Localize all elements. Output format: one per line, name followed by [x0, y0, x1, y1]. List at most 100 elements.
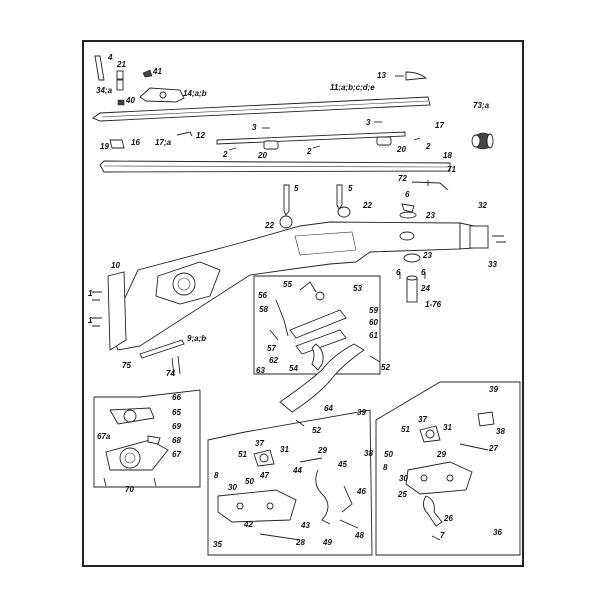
part-label-55: 55	[283, 280, 292, 289]
part-label-68: 68	[172, 436, 181, 445]
part-label-39a: 39	[357, 408, 366, 417]
part-label-22b: 22	[362, 201, 372, 210]
part-label-37b: 37	[418, 415, 427, 424]
part-label-38a: 38	[364, 449, 373, 458]
part-label-53: 53	[353, 284, 362, 293]
part-label-72: 72	[398, 174, 407, 183]
part-label-63: 63	[256, 366, 265, 375]
part-label-32: 32	[478, 201, 487, 210]
part-label-70: 70	[125, 485, 134, 494]
thimbles-and-pins	[228, 121, 421, 151]
part-label-8b: 8	[383, 463, 388, 472]
part-label-13: 13	[377, 71, 386, 80]
part-label-44: 44	[292, 466, 302, 475]
part-label-37a: 37	[255, 439, 264, 448]
part-label-14ab: 14;a;b	[183, 89, 207, 98]
part-label-66: 66	[172, 393, 181, 402]
part-label-50b: 50	[384, 450, 393, 459]
part-label-3b: 3	[366, 118, 371, 127]
part-label-59: 59	[369, 306, 378, 315]
part-label-64: 64	[324, 404, 333, 413]
part-label-29b: 29	[436, 450, 446, 459]
part-label-18: 18	[443, 151, 452, 160]
butt-plate	[92, 271, 127, 351]
screws-and-escutcheons	[279, 180, 449, 263]
part-label-39b: 39	[489, 385, 498, 394]
part-label-30b: 30	[399, 474, 408, 483]
ferrule-24	[399, 272, 426, 303]
part-label-46: 46	[356, 487, 366, 496]
part-label-26: 26	[443, 514, 453, 523]
part-label-57: 57	[267, 344, 276, 353]
part-label-76: 1-76	[425, 300, 442, 309]
part-label-27: 27	[488, 444, 498, 453]
part-label-75: 75	[122, 361, 131, 370]
part-label-52b: 52	[312, 426, 321, 435]
part-label-21: 21	[116, 60, 126, 69]
trigger-guard-strip	[139, 339, 185, 377]
part-label-17: 17	[435, 121, 444, 130]
part-label-6c: 6	[421, 268, 426, 277]
part-label-19: 19	[100, 142, 109, 151]
part-label-33: 33	[488, 260, 497, 269]
part-label-23b: 23	[422, 251, 432, 260]
patchbox-box	[93, 389, 201, 488]
part-label-51b: 51	[401, 425, 410, 434]
part-label-6a: 6	[405, 190, 410, 199]
part-label-74: 74	[166, 369, 175, 378]
part-label-54: 54	[289, 364, 298, 373]
lock-box-35	[207, 409, 373, 556]
part-label-20a: 20	[257, 151, 267, 160]
part-label-52a: 52	[381, 363, 390, 372]
part-label-67: 67	[172, 450, 181, 459]
part-label-2a: 2	[222, 150, 228, 159]
small-parts-top-left	[94, 55, 193, 149]
part-label-17a: 17;a	[155, 138, 172, 147]
part-label-73a: 73;a	[473, 101, 490, 110]
part-label-38b: 38	[496, 427, 505, 436]
part-label-29a: 29	[317, 446, 327, 455]
spring-73	[471, 132, 494, 150]
part-label-35: 35	[213, 540, 222, 549]
part-label-25: 25	[397, 490, 407, 499]
barrel-assembly	[92, 71, 451, 173]
part-label-60: 60	[369, 318, 378, 327]
part-label-9ab: 9;a;b	[187, 334, 206, 343]
part-label-30a: 30	[228, 483, 237, 492]
stock	[109, 221, 506, 351]
part-label-12: 12	[196, 131, 205, 140]
lock-box-36	[375, 381, 521, 556]
part-label-58: 58	[259, 305, 268, 314]
part-label-65: 65	[172, 408, 181, 417]
part-label-2c: 2	[425, 142, 431, 151]
part-label-23a: 23	[425, 211, 435, 220]
part-label-67a: 67a	[97, 432, 111, 441]
part-label-61: 61	[369, 331, 378, 340]
part-label-10: 10	[111, 261, 120, 270]
part-label-69: 69	[172, 422, 181, 431]
part-label-45: 45	[337, 460, 347, 469]
part-label-5a: 5	[294, 184, 299, 193]
part-label-8a: 8	[214, 471, 219, 480]
part-label-51a: 51	[238, 450, 247, 459]
part-label-22a: 22	[264, 221, 274, 230]
part-label-62: 62	[269, 356, 278, 365]
part-label-1a: 1	[88, 289, 93, 298]
part-label-34a: 34;a	[96, 86, 113, 95]
part-label-42: 42	[243, 520, 253, 529]
part-label-5b: 5	[348, 184, 353, 193]
part-label-50a: 50	[245, 477, 254, 486]
part-label-11abcde: 11;a;b;c;d;e	[330, 83, 375, 92]
part-label-3a: 3	[252, 123, 257, 132]
part-label-2b: 2	[306, 147, 312, 156]
part-label-41: 41	[152, 67, 162, 76]
part-label-71: 71	[447, 165, 456, 174]
part-label-6b: 6	[396, 268, 401, 277]
part-label-36: 36	[493, 528, 502, 537]
part-label-31a: 31	[280, 445, 289, 454]
part-label-4: 4	[107, 53, 113, 62]
part-label-49: 49	[322, 538, 332, 547]
part-label-56: 56	[258, 291, 267, 300]
